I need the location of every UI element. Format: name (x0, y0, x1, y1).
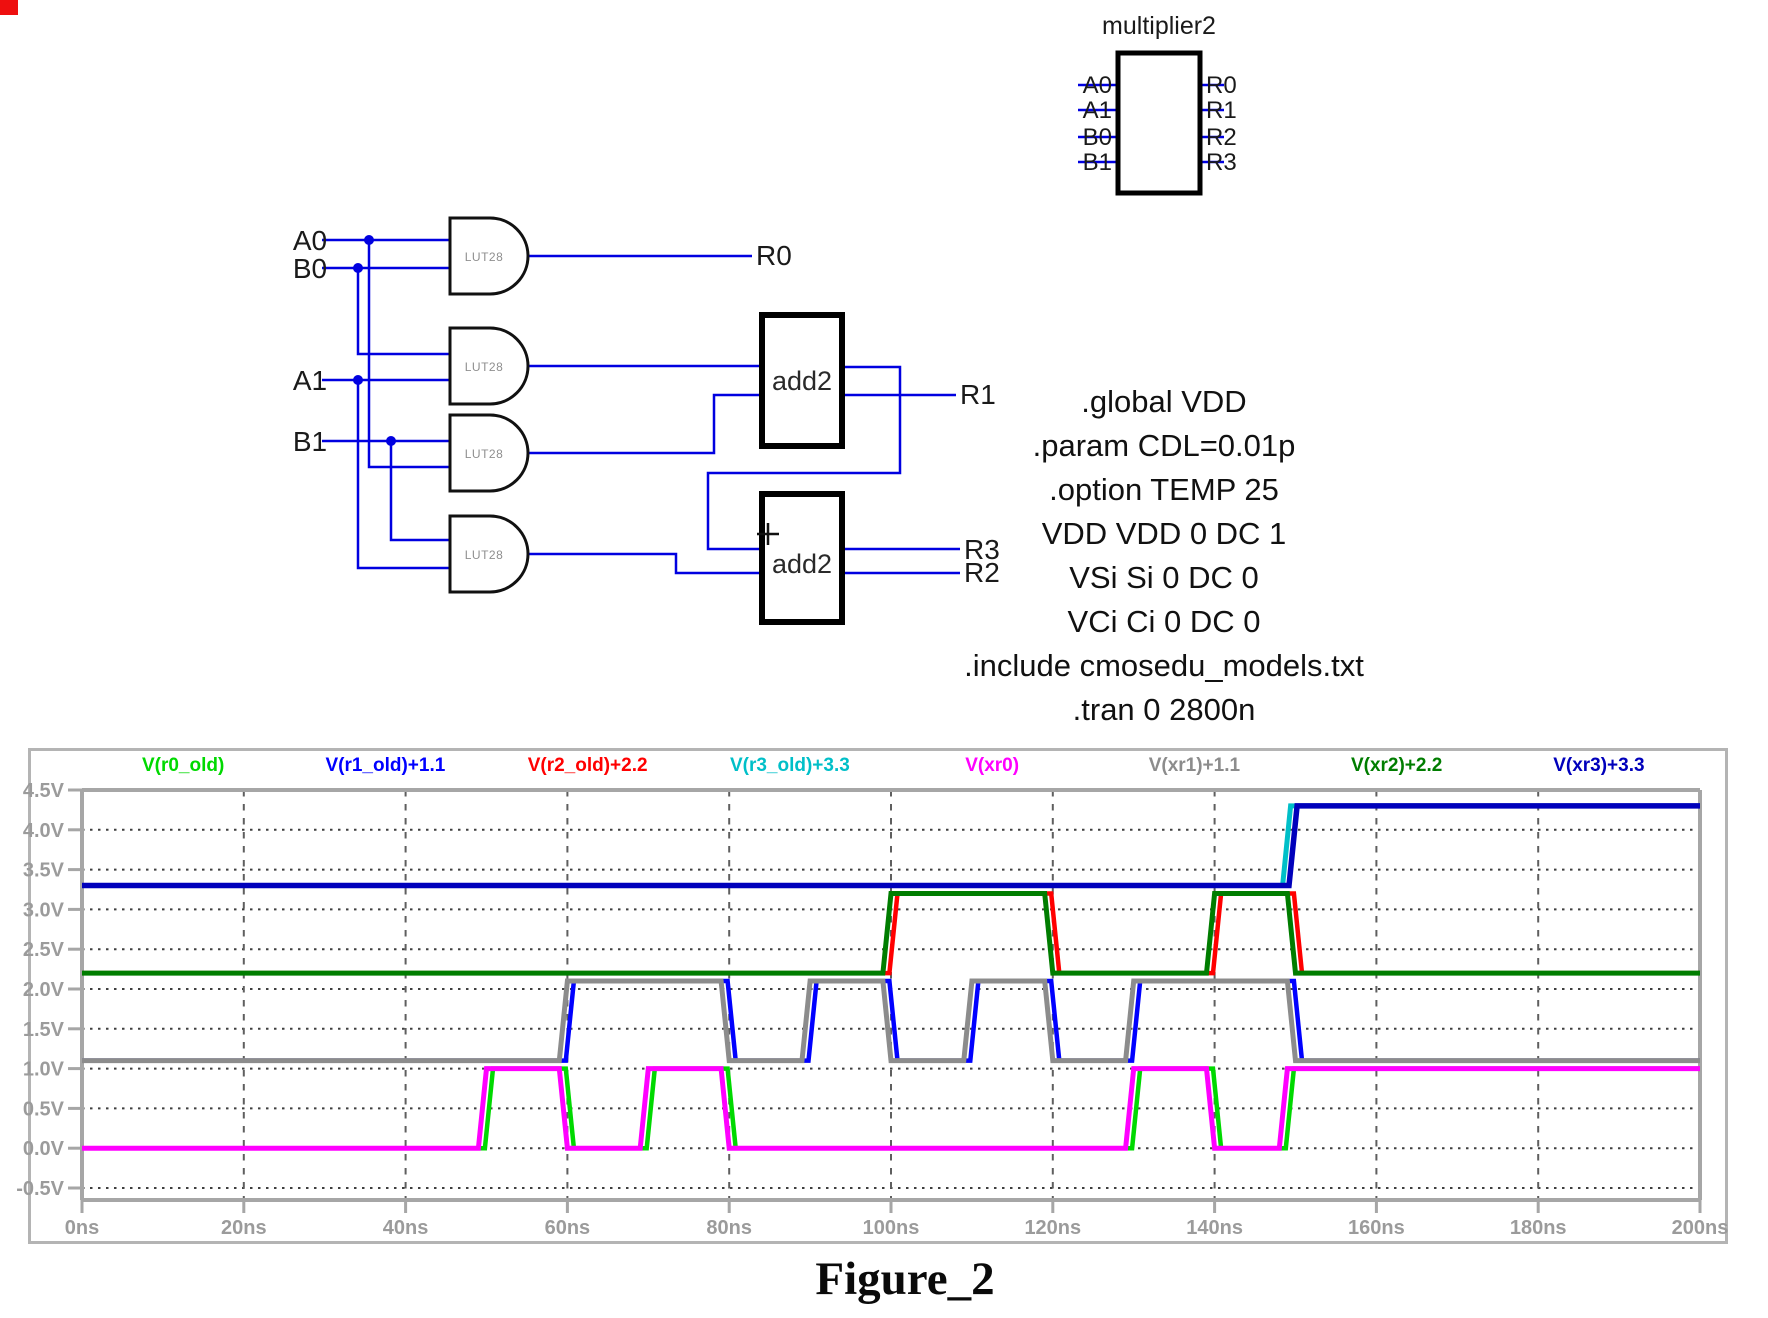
symbol-title: multiplier2 (1102, 12, 1216, 40)
and-gates[interactable] (448, 216, 530, 594)
symbol-right-pin-wires[interactable] (1200, 83, 1224, 164)
x-tick-label: 100ns (863, 1217, 920, 1239)
net-label-a0: A0 (293, 225, 327, 256)
x-tick-label: 0ns (65, 1217, 99, 1239)
spice-line: VCi Ci 0 DC 0 (1068, 604, 1261, 639)
adder-1[interactable] (759, 312, 845, 449)
y-tick-label: 3.5V (23, 860, 65, 882)
legend-item-r0-old: V(r0_old) (141, 755, 225, 776)
spice-line: .global VDD (1081, 384, 1246, 419)
gate1-label: LUT28 (465, 250, 504, 264)
schematic-wires[interactable] (322, 83, 1224, 575)
pin-label-r1: R1 (1206, 97, 1237, 124)
legend-item-r1-old: V(r1_old)+1.1 (325, 755, 446, 776)
y-tick-label: 0.5V (23, 1098, 65, 1120)
x-tick-label: 80ns (706, 1217, 752, 1239)
trace-V(xr2)+2.2 (82, 891, 1700, 976)
net-a1-wire[interactable] (322, 378, 450, 570)
net-b0-wire[interactable] (322, 266, 450, 356)
legend-item-xr1: V(xr1)+1.1 (1148, 755, 1241, 776)
y-tick-label: 1.0V (23, 1059, 65, 1081)
gate3-label: LUT28 (465, 447, 504, 461)
trace-V(xr0) (82, 1066, 1700, 1151)
gate-1[interactable] (448, 216, 530, 296)
pin-label-a1: A1 (1083, 97, 1112, 124)
x-tick-label: 60ns (545, 1217, 591, 1239)
spice-line: VSi Si 0 DC 0 (1069, 560, 1259, 595)
pin-label-a0: A0 (1083, 72, 1112, 99)
legend-item-xr2: V(xr2)+2.2 (1350, 755, 1443, 776)
y-tick-label: -0.5V (16, 1178, 64, 1200)
gate4-output-wire[interactable] (528, 552, 762, 575)
net-label-r0: R0 (756, 240, 792, 271)
schematic-canvas[interactable]: LUT28 LUT28 LUT28 LUT28 add2 add2 A0 B0 … (0, 0, 1768, 748)
x-tick-label: 20ns (221, 1217, 267, 1239)
adder1-label: add2 (772, 366, 832, 396)
figure-caption: Figure_2 (815, 1253, 995, 1305)
net-label-r3: R3 (964, 534, 1000, 565)
pin-label-r3: R3 (1206, 149, 1237, 176)
spice-line: .param CDL=0.01p (1033, 428, 1296, 463)
x-tick-label: 140ns (1186, 1217, 1243, 1239)
x-tick-label: 180ns (1510, 1217, 1567, 1239)
gate-3[interactable] (448, 413, 530, 493)
pin-label-r2: R2 (1206, 124, 1237, 151)
waveform-panel (28, 748, 1728, 1244)
legend-item-xr0: V(xr0) (965, 755, 1020, 776)
spice-line: .option TEMP 25 (1049, 472, 1279, 507)
net-label-r1: R1 (960, 379, 996, 410)
gate4-label: LUT28 (465, 548, 504, 562)
x-tick-label: 160ns (1348, 1217, 1405, 1239)
net-label-b0: B0 (293, 253, 327, 284)
x-tick-label: 120ns (1024, 1217, 1081, 1239)
multiplier2-symbol[interactable] (1115, 50, 1203, 196)
waveform-legend: V(r0_old) V(r1_old)+1.1 V(r2_old)+2.2 V(… (82, 753, 1700, 779)
adder2-label: add2 (772, 549, 832, 579)
x-tick-label: 200ns (1672, 1217, 1729, 1239)
net-label-a1: A1 (293, 365, 327, 396)
red-corner-icon (0, 0, 18, 15)
pin-label-r0: R0 (1206, 72, 1237, 99)
y-tick-label: 4.5V (23, 780, 65, 802)
pin-label-b0: B0 (1083, 124, 1112, 151)
pin-label-b1: B1 (1083, 149, 1112, 176)
symbol-left-pin-wires[interactable] (1078, 83, 1118, 164)
carry-wire[interactable] (706, 365, 902, 551)
y-tick-label: 4.0V (23, 820, 65, 842)
spice-directives: .global VDD .param CDL=0.01p .option TEM… (964, 384, 1364, 727)
legend-item-r2-old: V(r2_old)+2.2 (527, 755, 648, 776)
y-tick-label: 2.0V (23, 979, 65, 1001)
y-tick-label: 3.0V (23, 899, 65, 921)
net-label-b1: B1 (293, 426, 327, 457)
y-tick-label: 2.5V (23, 939, 65, 961)
cursor-crosshair-icon (757, 523, 779, 545)
y-tick-label: 0.0V (23, 1138, 65, 1160)
x-tick-label: 40ns (383, 1217, 429, 1239)
net-a0-wire[interactable] (322, 238, 450, 469)
gate-2[interactable] (448, 326, 530, 406)
spice-line: VDD VDD 0 DC 1 (1042, 516, 1287, 551)
wire-junction-dots (353, 235, 396, 446)
gate2-label: LUT28 (465, 360, 504, 374)
spice-line: .tran 0 2800n (1073, 692, 1256, 727)
gate-4[interactable] (448, 514, 530, 594)
trace-V(r3_old)+3.3 (82, 803, 1700, 888)
gate3-output-wire[interactable] (528, 393, 762, 455)
legend-item-xr3: V(xr3)+3.3 (1553, 755, 1645, 776)
trace-V(xr3)+3.3 (82, 803, 1700, 889)
spice-line: .include cmosedu_models.txt (964, 648, 1364, 683)
legend-item-r3-old: V(r3_old)+3.3 (729, 755, 850, 776)
adder-2[interactable] (759, 491, 845, 625)
net-label-r2: R2 (964, 557, 1000, 588)
trace-V(xr1)+1.1 (82, 978, 1700, 1064)
y-tick-label: 1.5V (23, 1019, 65, 1041)
